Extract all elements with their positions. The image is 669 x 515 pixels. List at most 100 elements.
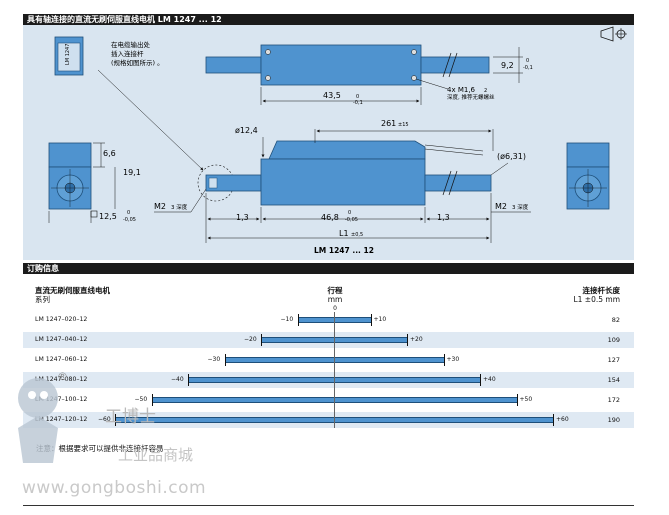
callout-line-1: 在电缆输出处 bbox=[111, 40, 151, 49]
m2-left: M2 bbox=[154, 202, 166, 211]
dim-19-1: 19,1 bbox=[123, 168, 141, 177]
dim-1-3-right: 1,3 bbox=[437, 213, 450, 222]
section-title-bar: 具有轴连接的直流无刷伺服直线电机 LM 1247 ... 12 bbox=[23, 14, 634, 25]
rod-length: 190 bbox=[607, 416, 620, 424]
order-table: 直流无刷伺服直线电机 系列 行程 mm 0 连接杆长度 L1 ±0.5 mm L… bbox=[23, 274, 634, 469]
rod-length: 172 bbox=[607, 396, 620, 404]
series-header: 直流无刷伺服直线电机 bbox=[35, 286, 110, 295]
dim-261-tol: ±15 bbox=[398, 122, 409, 128]
zero-axis-line bbox=[334, 312, 335, 428]
stroke-end-mark bbox=[224, 354, 226, 366]
dim-43-5-tol: -0,1 bbox=[353, 100, 363, 106]
watermark-cn-2: 工业品商城 bbox=[118, 446, 194, 464]
model-name: LM 1247–020–12 bbox=[35, 316, 88, 323]
section-title-order: 订购信息 bbox=[27, 264, 59, 273]
note-text: 注意：根据要求可以提供非连接杆容易 bbox=[36, 444, 164, 453]
stroke-max-label: +30 bbox=[446, 356, 460, 363]
stroke-min-label: −50 bbox=[134, 396, 148, 403]
stroke-unit: mm bbox=[327, 295, 343, 304]
stroke-end-mark bbox=[516, 394, 518, 406]
dim-261: 261 bbox=[381, 119, 396, 128]
callout-line-2: 插入连接杆 bbox=[111, 49, 144, 58]
thread-depth: 2 bbox=[484, 88, 487, 94]
dim-46-8: 46,8 bbox=[321, 213, 339, 222]
model-name: LM 1247–120–12 bbox=[35, 416, 88, 423]
stroke-end-mark bbox=[261, 334, 262, 346]
stroke-end-mark bbox=[407, 334, 408, 346]
dim-d6-31: (ø6,31) bbox=[497, 152, 526, 161]
stroke-end-mark bbox=[188, 374, 189, 386]
stroke-end-mark bbox=[297, 314, 299, 326]
length-header: 连接杆长度 bbox=[582, 286, 621, 295]
dim-46-8-tol-top: 0 bbox=[348, 210, 351, 216]
watermark-cn: 工博士 bbox=[105, 407, 156, 427]
rod-length: 127 bbox=[607, 356, 620, 364]
stroke-min-label: −60 bbox=[98, 416, 111, 423]
m2-right-depth: 3 深度 bbox=[512, 203, 529, 211]
stroke-max-label: +20 bbox=[410, 336, 423, 343]
model-name: LM 1247–080–12 bbox=[35, 376, 88, 383]
dim-43-5: 43,5 bbox=[323, 91, 341, 100]
stroke-end-mark bbox=[370, 314, 372, 326]
thread-spec: 4x M1,6 bbox=[447, 86, 476, 94]
dim-43-5-tol-top: 0 bbox=[356, 94, 359, 100]
connector-top-view: LM 1247 bbox=[54, 36, 84, 76]
thread-note: 深度, 推荐无螺螺丝 bbox=[447, 93, 495, 101]
stroke-min-label: −20 bbox=[244, 336, 257, 343]
drawing-caption: LM 1247 ... 12 bbox=[314, 246, 374, 255]
stroke-end-mark bbox=[151, 394, 153, 406]
watermark-logo-icon: ® bbox=[13, 368, 73, 472]
stroke-end-mark bbox=[553, 414, 554, 426]
dim-1-3-left: 1,3 bbox=[236, 213, 249, 222]
stroke-max-label: +40 bbox=[483, 376, 496, 383]
stroke-header: 行程 bbox=[327, 286, 343, 295]
stroke-max-label: +50 bbox=[519, 396, 533, 403]
m2-left-depth: 3 深度 bbox=[171, 203, 188, 211]
length-subheader: L1 ±0.5 mm bbox=[573, 295, 620, 304]
stroke-end-mark bbox=[443, 354, 445, 366]
stroke-min-label: −30 bbox=[207, 356, 221, 363]
dim-12-5: 12,5 bbox=[99, 212, 117, 221]
motor-top-view bbox=[205, 44, 490, 86]
dim-12-5-tol: -0,05 bbox=[123, 217, 136, 223]
dim-l1-tol: ±0,5 bbox=[351, 232, 363, 238]
m2-right: M2 bbox=[495, 202, 507, 211]
right-end-view bbox=[566, 142, 610, 210]
model-name: LM 1247–060–12 bbox=[35, 356, 88, 363]
stroke-min-label: −40 bbox=[171, 376, 184, 383]
stroke-min-label: −10 bbox=[280, 316, 294, 323]
motor-side-view bbox=[205, 140, 492, 206]
dim-9-2: 9,2 bbox=[501, 61, 514, 70]
rod-length: 109 bbox=[607, 336, 620, 344]
model-name: LM 1247–100–12 bbox=[35, 396, 88, 403]
stroke-max-label: +10 bbox=[373, 316, 387, 323]
dim-6-6: 6,6 bbox=[103, 149, 116, 158]
dim-l1: L1 bbox=[339, 229, 349, 238]
section-title-bar-order: 订购信息 bbox=[23, 263, 634, 274]
stroke-end-mark bbox=[115, 414, 116, 426]
dimension-drawing: LM 1247 在电缆输出处 插入连接杆 (规格如图所示) 。 43,5 0 -… bbox=[48, 26, 627, 255]
dim-46-8-tol: -0,05 bbox=[345, 217, 358, 223]
rod-length: 154 bbox=[607, 376, 620, 384]
watermark-reg: ® bbox=[57, 370, 68, 383]
left-end-view bbox=[48, 142, 92, 210]
dim-12-5-tol-top: 0 bbox=[127, 210, 130, 216]
bottom-divider bbox=[23, 505, 634, 506]
section-title: 具有轴连接的直流无刷伺服直线电机 LM 1247 ... 12 bbox=[27, 15, 222, 24]
dimension-drawing-panel: LM 1247 在电缆输出处 插入连接杆 (规格如图所示) 。 43,5 0 -… bbox=[23, 25, 634, 260]
table-row: LM 1247–060–12 −30 +30 127 bbox=[23, 352, 634, 368]
series-subheader: 系列 bbox=[35, 295, 50, 304]
projection-symbol-icon bbox=[600, 26, 627, 42]
stroke-end-mark bbox=[480, 374, 481, 386]
dim-9-2-tol-top: 0 bbox=[526, 58, 529, 64]
stroke-max-label: +60 bbox=[556, 416, 569, 423]
callout-line-3: (规格如图所示) 。 bbox=[111, 58, 164, 67]
sticker-label: LM 1247 bbox=[65, 44, 71, 65]
stroke-zero: 0 bbox=[333, 305, 337, 312]
watermark-url: www.gongboshi.com bbox=[22, 478, 207, 498]
dim-9-2-tol: -0,1 bbox=[523, 65, 533, 71]
table-row: LM 1247–080–12 −40 +40 154 bbox=[23, 372, 634, 388]
dim-d12-4: ø12,4 bbox=[235, 126, 258, 135]
